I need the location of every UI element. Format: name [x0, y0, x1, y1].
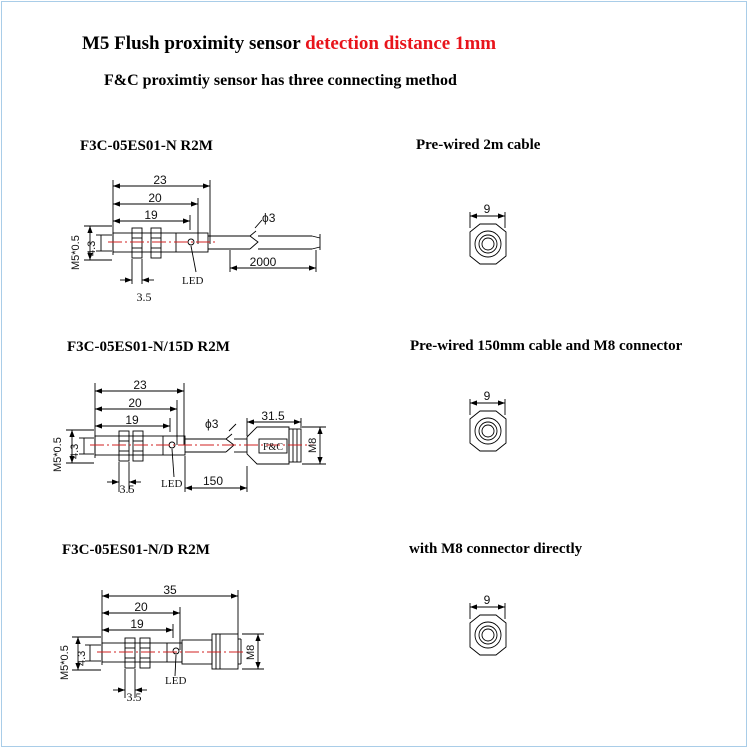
page-subtitle: F&C proximtiy sensor has three connectin…: [104, 72, 457, 89]
dim-hex-2: 9: [484, 389, 491, 403]
dim-hex-3: 9: [484, 593, 491, 607]
dim-nut-1: 3.5: [137, 290, 152, 304]
model-label-3: F3C-05ES01-N/D R2M: [62, 542, 210, 558]
dim-length-19-3: 19: [130, 617, 144, 631]
dim-thread-1: M5*0.5: [70, 235, 82, 270]
dim-nut-2: 3.5: [120, 482, 135, 496]
connection-label-2: Pre-wired 150mm cable and M8 connector: [410, 338, 683, 354]
dim-length-23-1: 23: [153, 173, 167, 187]
dim-hex-1: 9: [484, 202, 491, 216]
connector-brand-label-2: F&C: [263, 442, 283, 453]
dim-dia-1: 4.3: [86, 241, 98, 256]
dim-length-19-1: 19: [144, 208, 158, 222]
dim-dia-3: 4.3: [76, 651, 88, 666]
dim-cable-dia-2: ϕ3: [205, 417, 219, 431]
dim-cable-length-2: 150: [203, 474, 223, 488]
dim-length-19-2: 19: [125, 413, 139, 427]
dim-m8-2: M8: [307, 438, 319, 453]
dim-nut-3: 3.5: [127, 690, 142, 704]
dim-length-35-3: 35: [163, 583, 177, 597]
model-label-1: F3C-05ES01-N R2M: [80, 138, 213, 154]
dim-thread-2: M5*0.5: [52, 437, 64, 472]
dim-length-20-1: 20: [148, 191, 162, 205]
title-highlight: detection distance 1mm: [305, 33, 497, 54]
dim-m8-3: M8: [245, 645, 257, 660]
model-label-2: F3C-05ES01-N/15D R2M: [67, 339, 230, 355]
led-label-1: LED: [182, 275, 203, 287]
connection-label-3: with M8 connector directly: [409, 541, 583, 557]
led-label-3: LED: [165, 675, 186, 687]
dim-connector-length-2: 31.5: [261, 409, 285, 423]
dim-cable-length-1: 2000: [250, 255, 277, 269]
page-title: M5 Flush proximity sensor detection dist…: [82, 33, 497, 54]
dim-length-20-2: 20: [128, 396, 142, 410]
dim-length-23-2: 23: [133, 378, 147, 392]
dim-thread-3: M5*0.5: [59, 645, 71, 680]
led-label-2: LED: [161, 478, 182, 490]
dim-cable-dia-1: ϕ3: [262, 211, 276, 225]
connection-label-1: Pre-wired 2m cable: [416, 137, 541, 153]
dim-length-20-3: 20: [134, 600, 148, 614]
dim-dia-2: 4.3: [69, 444, 81, 459]
